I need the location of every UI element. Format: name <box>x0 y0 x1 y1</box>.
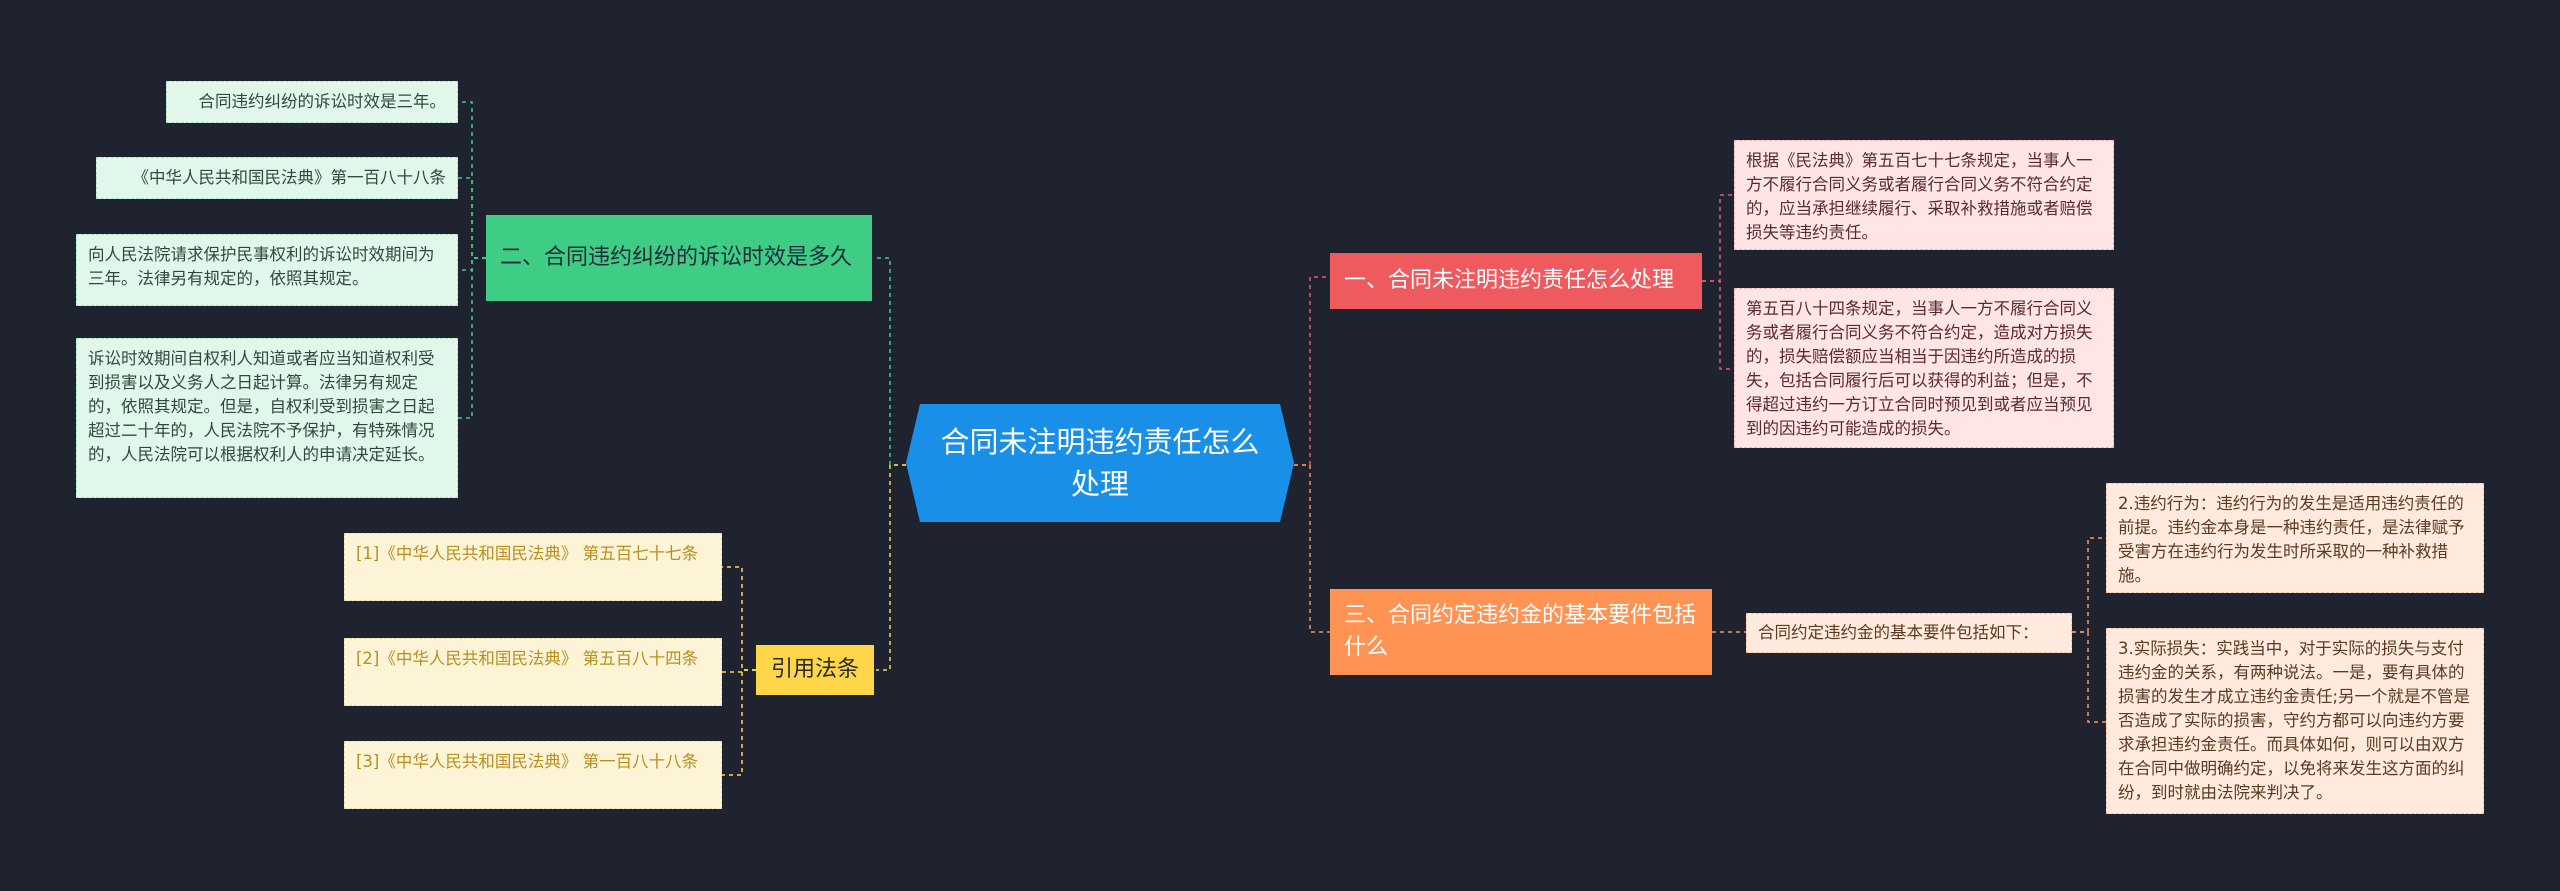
leaf-text: 2.违约行为：违约行为的发生是适用违约责任的前提。违约金本身是一种违约责任，是法… <box>2118 494 2465 585</box>
branch-label: 引用法条 <box>770 657 859 683</box>
branch-label: 三、合同约定违约金的基本要件包括什么 <box>1344 603 1697 660</box>
leaf-text: 《中华人民共和国民法典》第一百八十八条 <box>132 168 447 188</box>
leaf-text: 3.实际损失：实践当中，对于实际的损失与支付违约金的关系，有两种说法。一是，要有… <box>2118 639 2471 802</box>
leaf-text: 合同约定违约金的基本要件包括如下： <box>1758 623 2039 643</box>
sub-requirements[interactable]: 合同约定违约金的基本要件包括如下： <box>1746 613 2072 653</box>
branch-limitation-period[interactable]: 二、合同违约纠纷的诉讼时效是多久 <box>486 215 872 301</box>
branch-label: 一、合同未注明违约责任怎么处理 <box>1344 268 1675 294</box>
leaf-text: 诉讼时效期间自权利人知道或者应当知道权利受到损害以及义务人之日起计算。法律另有规… <box>88 349 435 464</box>
leaf-three-year-period[interactable]: 向人民法院请求保护民事权利的诉讼时效期间为三年。法律另有规定的，依照其规定。 <box>76 234 458 306</box>
leaf-actual-loss[interactable]: 3.实际损失：实践当中，对于实际的损失与支付违约金的关系，有两种说法。一是，要有… <box>2106 628 2484 814</box>
branch-liquidated-damages[interactable]: 三、合同约定违约金的基本要件包括什么 <box>1330 589 1712 675</box>
ref-article-577[interactable]: [1]《中华人民共和国民法典》 第五百七十七条 <box>344 533 722 601</box>
leaf-text: [2]《中华人民共和国民法典》 第五百八十四条 <box>356 649 699 668</box>
ref-article-188[interactable]: [3]《中华人民共和国民法典》 第一百八十八条 <box>344 741 722 809</box>
leaf-text: 向人民法院请求保护民事权利的诉讼时效期间为三年。法律另有规定的，依照其规定。 <box>88 245 435 288</box>
branch-label: 二、合同违约纠纷的诉讼时效是多久 <box>500 245 853 271</box>
leaf-text: 根据《民法典》第五百七十七条规定，当事人一方不履行合同义务或者履行合同义务不符合… <box>1746 151 2093 242</box>
leaf-article-188[interactable]: 《中华人民共和国民法典》第一百八十八条 <box>96 157 458 199</box>
branch-cited-articles[interactable]: 引用法条 <box>756 645 874 695</box>
ref-article-584[interactable]: [2]《中华人民共和国民法典》 第五百八十四条 <box>344 638 722 706</box>
leaf-article-584-text[interactable]: 第五百八十四条规定，当事人一方不履行合同义务或者履行合同义务不符合约定，造成对方… <box>1734 288 2114 448</box>
leaf-limitation-three-years[interactable]: 合同违约纠纷的诉讼时效是三年。 <box>166 81 458 123</box>
leaf-article-577-text[interactable]: 根据《民法典》第五百七十七条规定，当事人一方不履行合同义务或者履行合同义务不符合… <box>1734 140 2114 250</box>
leaf-text: 合同违约纠纷的诉讼时效是三年。 <box>198 92 447 112</box>
central-topic[interactable]: 合同未注明违约责任怎么处理 <box>906 404 1294 522</box>
leaf-period-calculation[interactable]: 诉讼时效期间自权利人知道或者应当知道权利受到损害以及义务人之日起计算。法律另有规… <box>76 338 458 498</box>
branch-unspecified-liability[interactable]: 一、合同未注明违约责任怎么处理 <box>1330 253 1702 309</box>
leaf-text: [1]《中华人民共和国民法典》 第五百七十七条 <box>356 544 699 563</box>
leaf-breach-act[interactable]: 2.违约行为：违约行为的发生是适用违约责任的前提。违约金本身是一种违约责任，是法… <box>2106 483 2484 593</box>
leaf-text: [3]《中华人民共和国民法典》 第一百八十八条 <box>356 752 699 771</box>
central-topic-label: 合同未注明违约责任怎么处理 <box>940 424 1260 501</box>
leaf-text: 第五百八十四条规定，当事人一方不履行合同义务或者履行合同义务不符合约定，造成对方… <box>1746 299 2093 438</box>
